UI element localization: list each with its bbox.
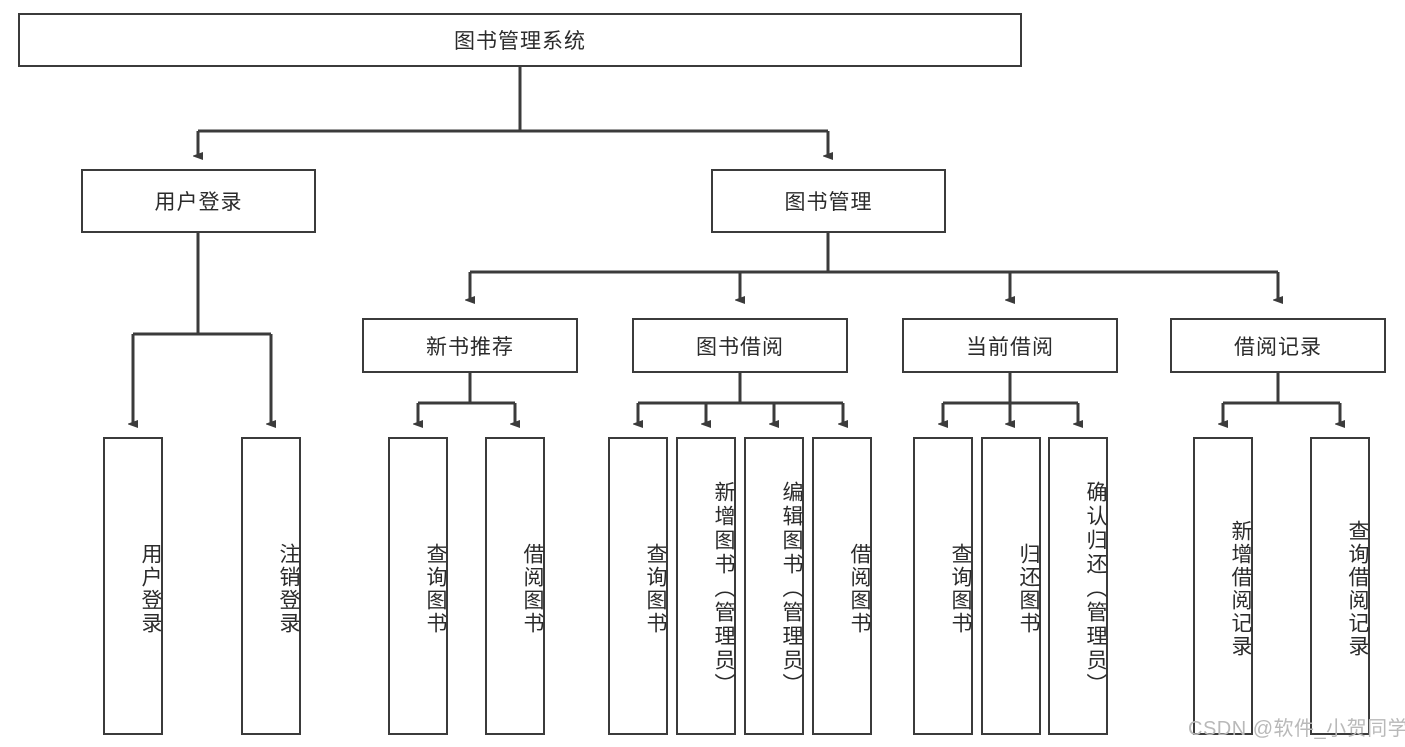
leaf-user-login-login[interactable]: 用户登录 [103, 437, 163, 735]
leaf-current-borrow-return[interactable]: 归还图书 [981, 437, 1041, 735]
node-label: 查询图书 [424, 543, 447, 635]
node-root-system[interactable]: 图书管理系统 [18, 13, 1022, 67]
leaf-borrow-record-query[interactable]: 查询借阅记录 [1310, 437, 1370, 735]
node-label: 归还图书 [1017, 543, 1040, 635]
node-label: 图书借阅 [696, 335, 784, 359]
node-borrow-record[interactable]: 借阅记录 [1170, 318, 1386, 373]
leaf-book-borrow-borrow[interactable]: 借阅图书 [812, 437, 872, 735]
node-label: 当前借阅 [966, 335, 1054, 359]
node-label: 确认归还（管理员） [1084, 481, 1107, 697]
node-label: 用户登录 [139, 543, 162, 635]
leaf-new-book-borrow[interactable]: 借阅图书 [485, 437, 545, 735]
node-current-borrow[interactable]: 当前借阅 [902, 318, 1118, 373]
node-label: 查询图书 [644, 543, 667, 635]
node-label: 查询图书 [949, 543, 972, 635]
node-user-login[interactable]: 用户登录 [81, 169, 316, 233]
leaf-user-login-logout[interactable]: 注销登录 [241, 437, 301, 735]
node-label: 新增图书（管理员） [712, 481, 735, 697]
node-new-book-recommend[interactable]: 新书推荐 [362, 318, 578, 373]
leaf-book-borrow-edit[interactable]: 编辑图书（管理员） [744, 437, 804, 735]
leaf-current-borrow-query[interactable]: 查询图书 [913, 437, 973, 735]
node-book-management[interactable]: 图书管理 [711, 169, 946, 233]
leaf-borrow-record-add[interactable]: 新增借阅记录 [1193, 437, 1253, 735]
node-label: 编辑图书（管理员） [780, 481, 803, 697]
leaf-new-book-query[interactable]: 查询图书 [388, 437, 448, 735]
node-label: 新书推荐 [426, 335, 514, 359]
node-book-borrow[interactable]: 图书借阅 [632, 318, 848, 373]
leaf-book-borrow-add[interactable]: 新增图书（管理员） [676, 437, 736, 735]
node-label: 图书管理系统 [454, 30, 586, 53]
node-label: 查询借阅记录 [1346, 520, 1369, 658]
node-label: 新增借阅记录 [1229, 520, 1252, 658]
csdn-watermark: CSDN @软件_小贺同学 [1188, 718, 1405, 740]
node-label: 用户登录 [154, 191, 243, 214]
node-label: 图书管理 [784, 191, 873, 214]
node-label: 注销登录 [277, 543, 300, 635]
node-label: 借阅图书 [848, 543, 871, 635]
node-label: 借阅记录 [1234, 335, 1322, 359]
leaf-book-borrow-query[interactable]: 查询图书 [608, 437, 668, 735]
leaf-current-borrow-confirm-return[interactable]: 确认归还（管理员） [1048, 437, 1108, 735]
node-label: 借阅图书 [521, 543, 544, 635]
